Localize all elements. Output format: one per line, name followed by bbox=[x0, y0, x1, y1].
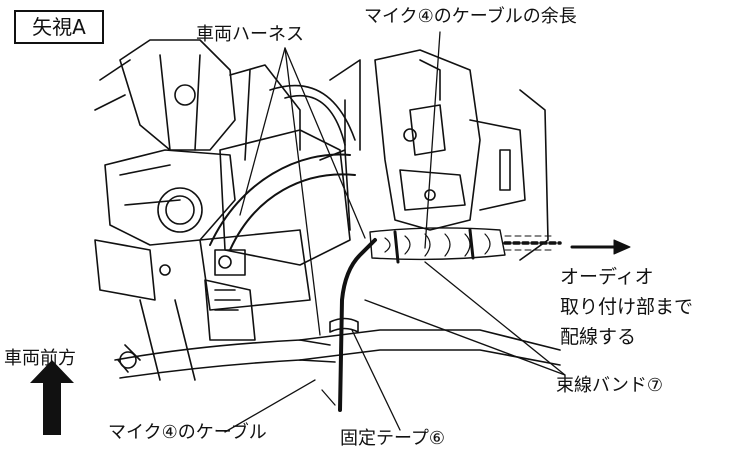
route-line-1: オーディオ bbox=[560, 266, 654, 288]
label-route-to-audio: オーディオ 取り付け部まで 配線する bbox=[560, 262, 693, 352]
fixing-tape-mark bbox=[329, 317, 359, 333]
binding-band-bundle bbox=[369, 227, 506, 264]
front-arrow-icon bbox=[30, 360, 74, 435]
label-fixing-tape: 固定テープ⑥ bbox=[340, 428, 446, 449]
route-line-3: 配線する bbox=[560, 326, 637, 348]
mic-cable-line bbox=[338, 238, 377, 412]
route-line-2: 取り付け部まで bbox=[560, 296, 694, 318]
label-mic-cable-slack: マイク④のケーブルの余長 bbox=[364, 6, 577, 27]
harness-connector-drawing bbox=[199, 84, 356, 341]
label-mic-cable: マイク④のケーブル bbox=[108, 422, 267, 443]
route-arrow bbox=[570, 239, 631, 255]
lower-pipe-drawing bbox=[114, 329, 561, 379]
engine-component-drawing bbox=[94, 149, 236, 381]
label-binding-band: 束線バンド⑦ bbox=[556, 375, 664, 396]
upper-linkage-drawing bbox=[94, 39, 361, 161]
view-label: 矢視A bbox=[14, 10, 104, 44]
leader-lines bbox=[224, 31, 566, 433]
label-vehicle-harness: 車両ハーネス bbox=[196, 24, 304, 45]
right-bracket-drawing bbox=[374, 49, 549, 261]
label-vehicle-front: 車両前方 bbox=[4, 348, 76, 369]
